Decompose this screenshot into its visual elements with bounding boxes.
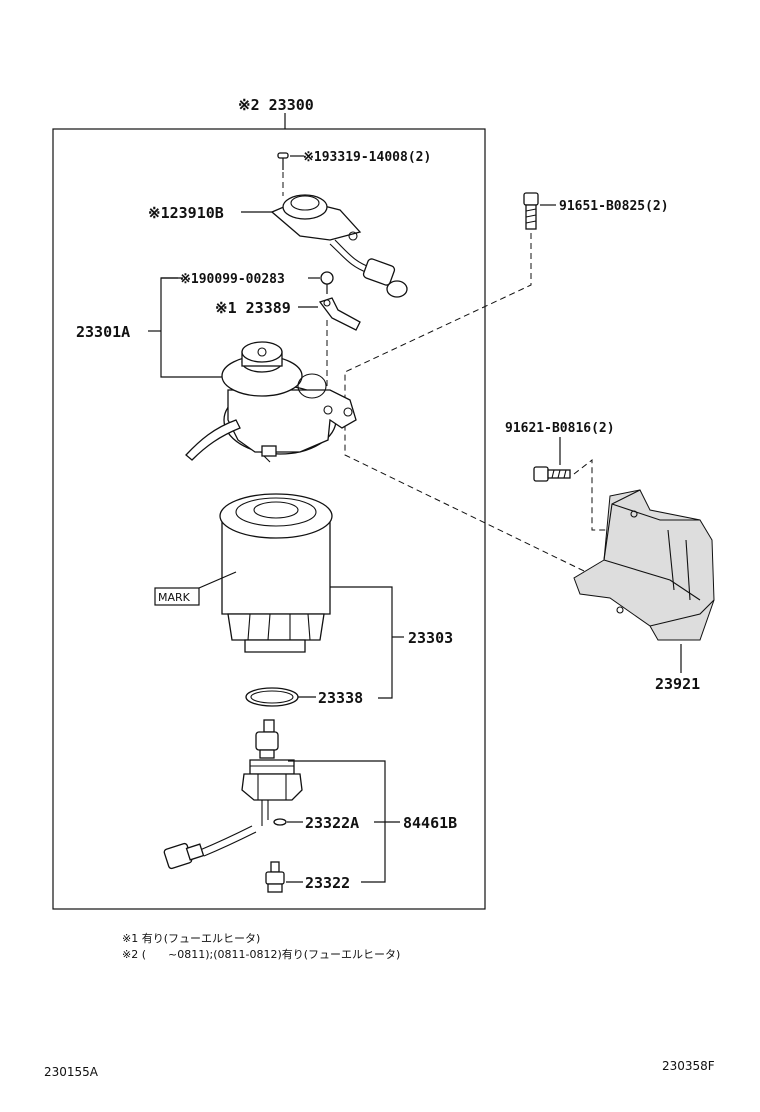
label-assembly[interactable]: ※2 23300 [238,96,314,114]
bolt-91621-icon [533,466,571,482]
note-1: ※1 有り(フューエルヒータ) [122,931,260,945]
fuel-filter-head-icon [185,341,357,463]
filter-cover-icon [573,489,715,641]
label-screw-190099[interactable]: ※190099-00283 [180,272,285,287]
label-plug-23322[interactable]: 23322 [305,874,350,892]
label-set-84461b[interactable]: 84461B [403,814,457,832]
bolt-91651-icon [523,192,539,230]
o-ring-icon [245,687,299,707]
label-filter-housing[interactable]: 23301A [76,323,130,341]
label-bolt-91621[interactable]: 91621-B0816(2) [505,421,615,436]
bracket-23389-icon [318,297,361,331]
fuel-heater-sensor-icon [270,194,408,298]
fuel-filter-element-icon [219,493,333,653]
label-sensor-123910b[interactable]: ※123910B [148,204,224,222]
label-filter-element[interactable]: 23303 [408,629,453,647]
label-mark[interactable]: MARK [158,591,191,604]
water-level-sensor-icon [163,719,303,870]
label-screw-193319[interactable]: ※193319-14008(2) [303,150,431,165]
code-right: 230358F [662,1059,715,1073]
assembly-frame [52,128,486,910]
label-bracket-23389[interactable]: ※1 23389 [215,299,291,317]
code-left: 230155A [44,1065,99,1079]
label-o-ring[interactable]: 23338 [318,689,363,707]
mark-box [154,587,200,606]
screw-190099-icon [320,271,334,294]
label-cover-23921[interactable]: 23921 [655,675,700,693]
pin-23322a-icon [273,818,287,826]
label-bolt-91651[interactable]: 91651-B0825(2) [559,199,669,214]
screw-193319-icon [277,152,289,170]
drain-plug-icon [265,861,285,893]
label-pin-23322a[interactable]: 23322A [305,814,359,832]
note-2: ※2 ( ~0811);(0811-0812)有り(フューエルヒータ) [122,947,400,961]
